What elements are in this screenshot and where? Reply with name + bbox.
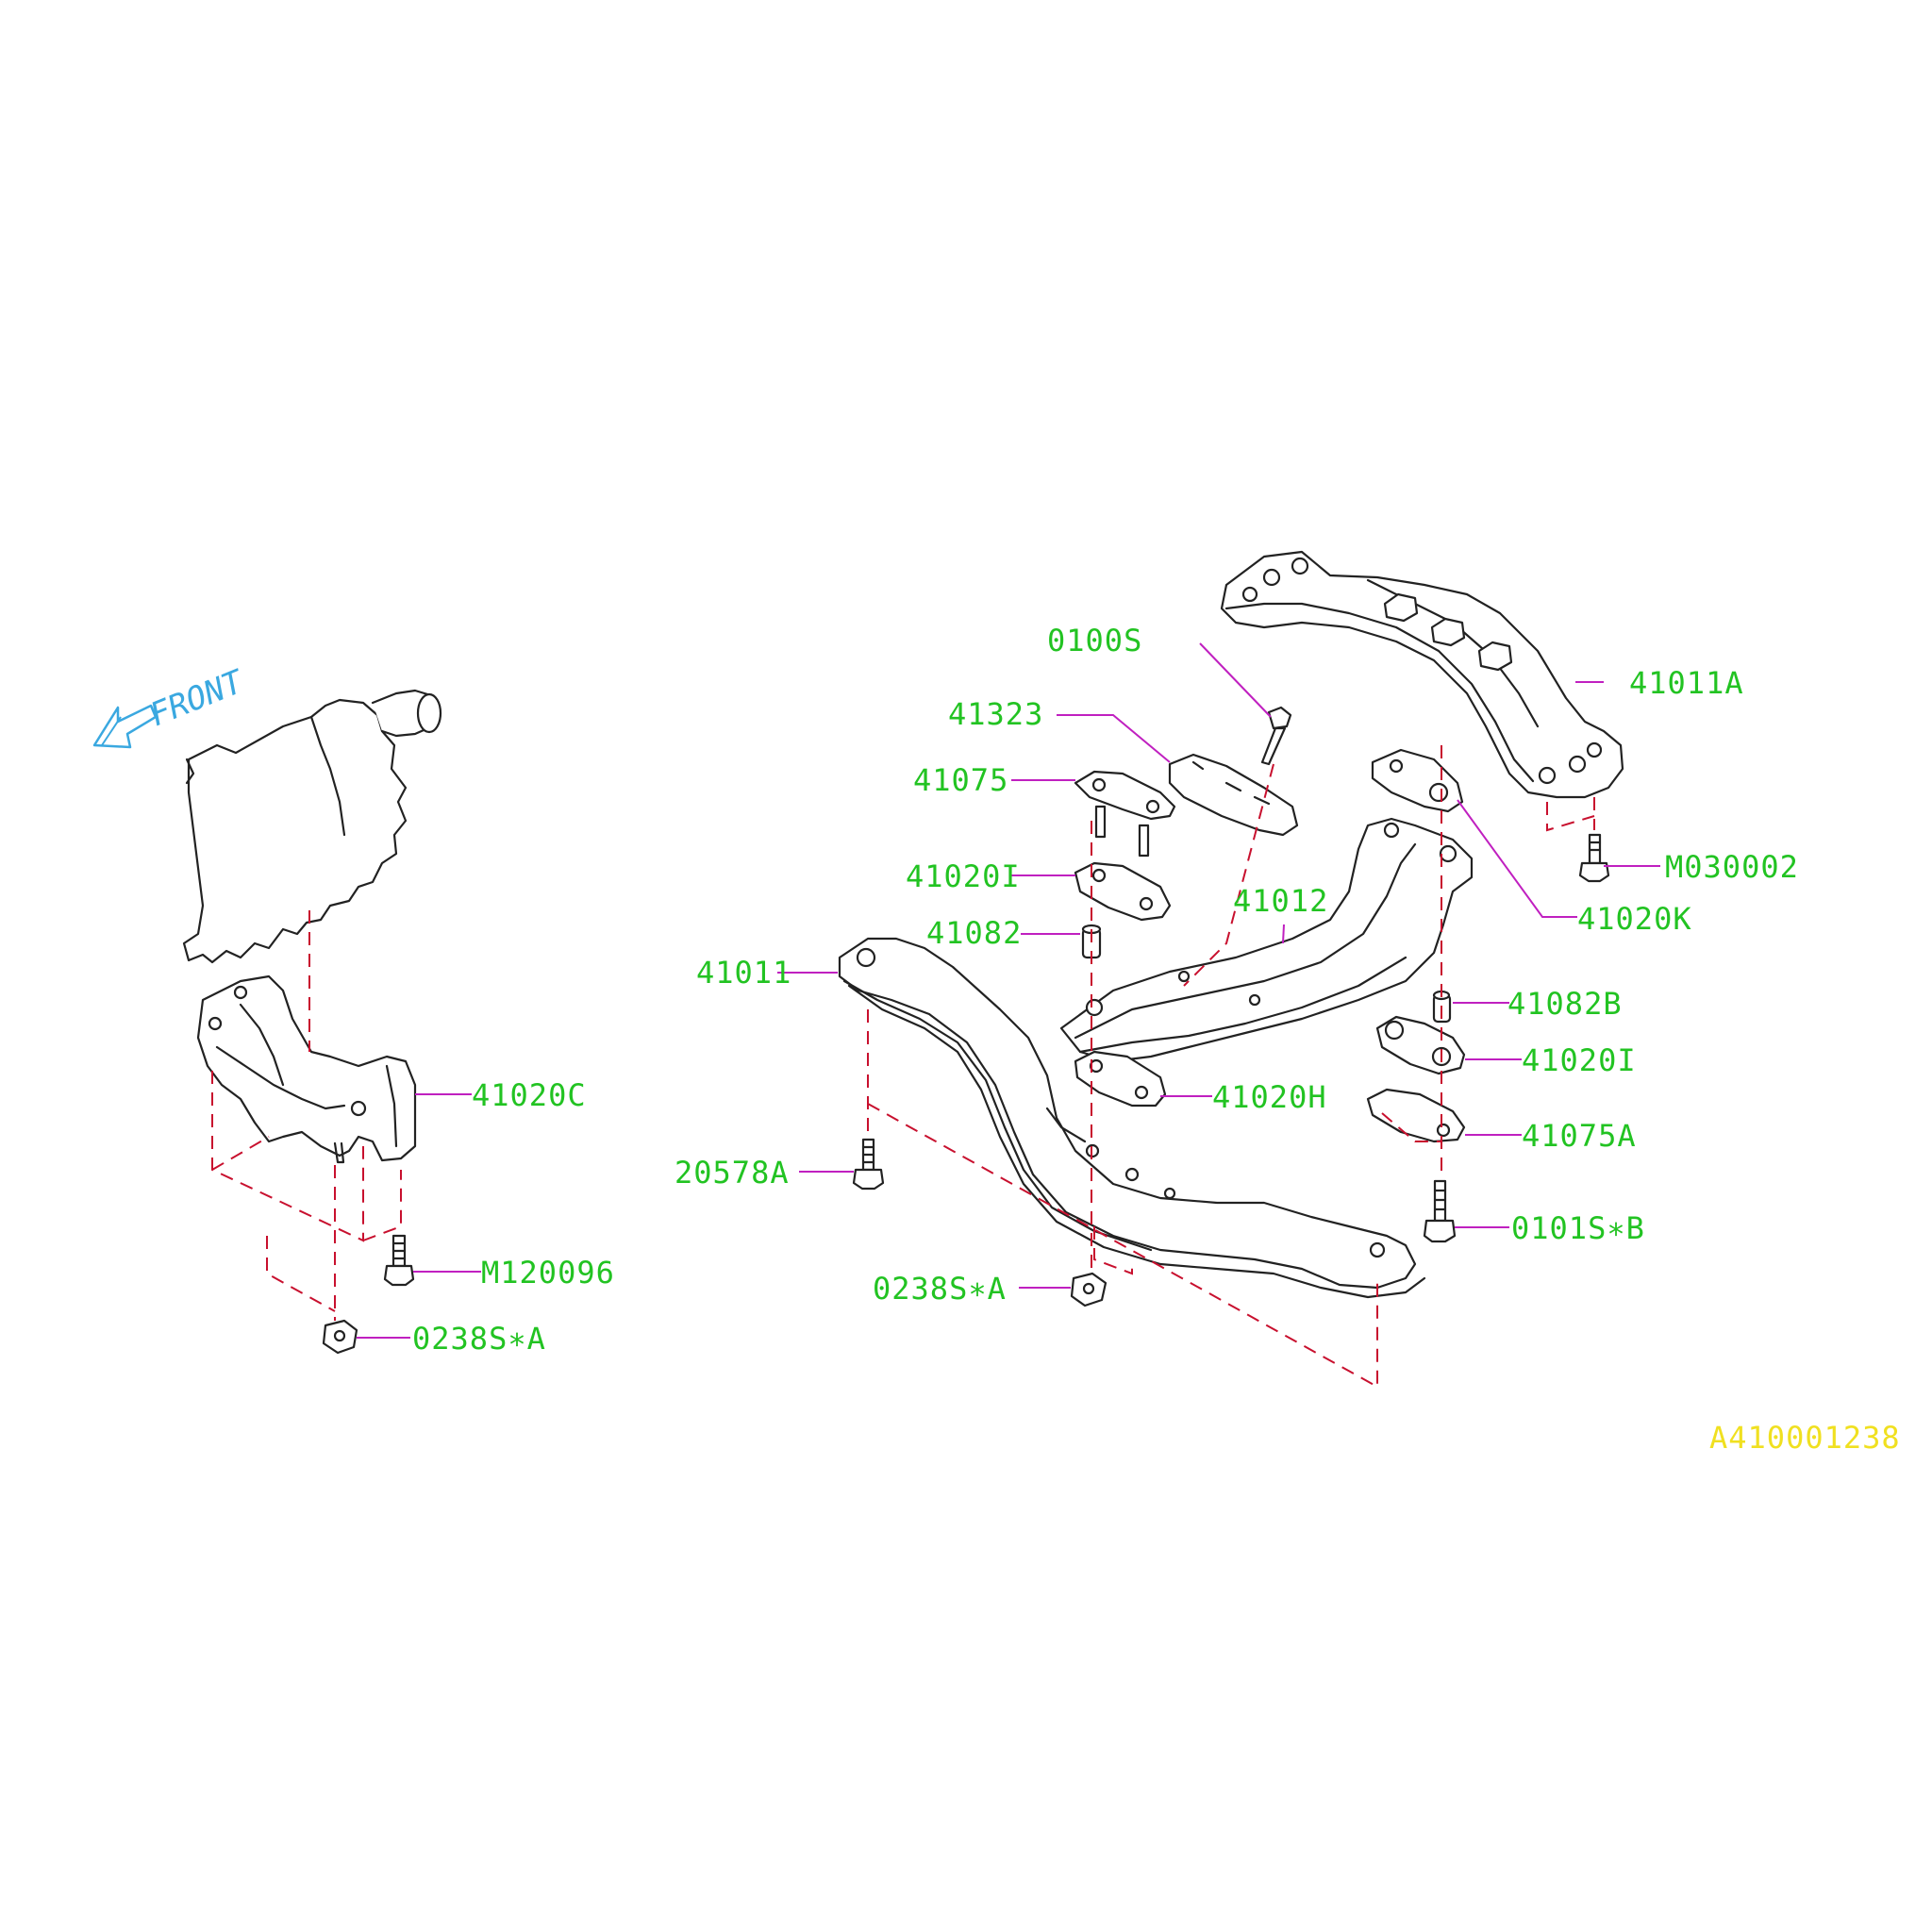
plate-41075a <box>1366 1088 1466 1143</box>
damper-41323 <box>1168 753 1299 837</box>
cushion-41020i-right <box>1375 1015 1466 1075</box>
label-41082b: 41082B <box>1507 986 1623 1022</box>
spacer-41082 <box>1081 924 1102 959</box>
label-20578a: 20578A <box>675 1155 790 1191</box>
label-41020i-right: 41020I <box>1522 1042 1637 1078</box>
label-m120096: M120096 <box>481 1255 615 1291</box>
label-41323: 41323 <box>948 696 1043 732</box>
alignment-lines-right <box>867 745 1595 1389</box>
label-41075a: 41075A <box>1522 1118 1637 1154</box>
alignment-lines-left <box>211 910 402 1321</box>
cushion-41020i-top <box>1074 861 1172 922</box>
front-label: FRONT <box>144 662 250 734</box>
label-41082: 41082 <box>926 915 1022 951</box>
plate-41075 <box>1074 770 1176 858</box>
label-41020h: 41020H <box>1212 1079 1327 1115</box>
label-41012: 41012 <box>1233 883 1328 919</box>
label-41020i-top: 41020I <box>906 858 1021 894</box>
label-41020c: 41020C <box>472 1077 587 1113</box>
mount-bracket-41020c <box>196 974 417 1164</box>
label-0101sb: 0101S∗B <box>1511 1210 1645 1246</box>
bolt-m120096 <box>383 1234 415 1287</box>
label-0238sa-center: 0238S∗A <box>873 1271 1007 1307</box>
label-41011: 41011 <box>696 955 791 991</box>
bolt-20578a <box>852 1138 885 1191</box>
label-41020k: 41020K <box>1577 901 1692 937</box>
label-0100s: 0100S <box>1047 623 1142 658</box>
bolt-m030002 <box>1578 833 1610 883</box>
transmission-housing <box>182 689 442 964</box>
crossmember-41012 <box>1059 817 1474 1063</box>
label-41011a: 41011A <box>1629 665 1744 701</box>
label-m030002: M030002 <box>1665 849 1799 885</box>
label-41075: 41075 <box>913 762 1008 798</box>
label-0238sa-left: 0238S∗A <box>412 1321 546 1357</box>
cushion-41020h <box>1074 1050 1167 1108</box>
leader-lines <box>357 642 1660 1339</box>
bolt-0100s <box>1260 706 1292 766</box>
reference-code: A410001238 <box>1709 1420 1901 1456</box>
crossmember-41011 <box>838 937 1426 1299</box>
nut-0238s-left <box>322 1319 358 1355</box>
front-arrow-icon <box>92 704 158 749</box>
bolt-0101sb <box>1423 1179 1457 1243</box>
part-labels: 0100S 41323 41075 41020I 41082 41011 410… <box>412 623 1799 1357</box>
nut-0238s-center <box>1070 1272 1108 1307</box>
crossmember-41011a <box>1220 550 1624 799</box>
cushion-41020k <box>1371 748 1464 813</box>
